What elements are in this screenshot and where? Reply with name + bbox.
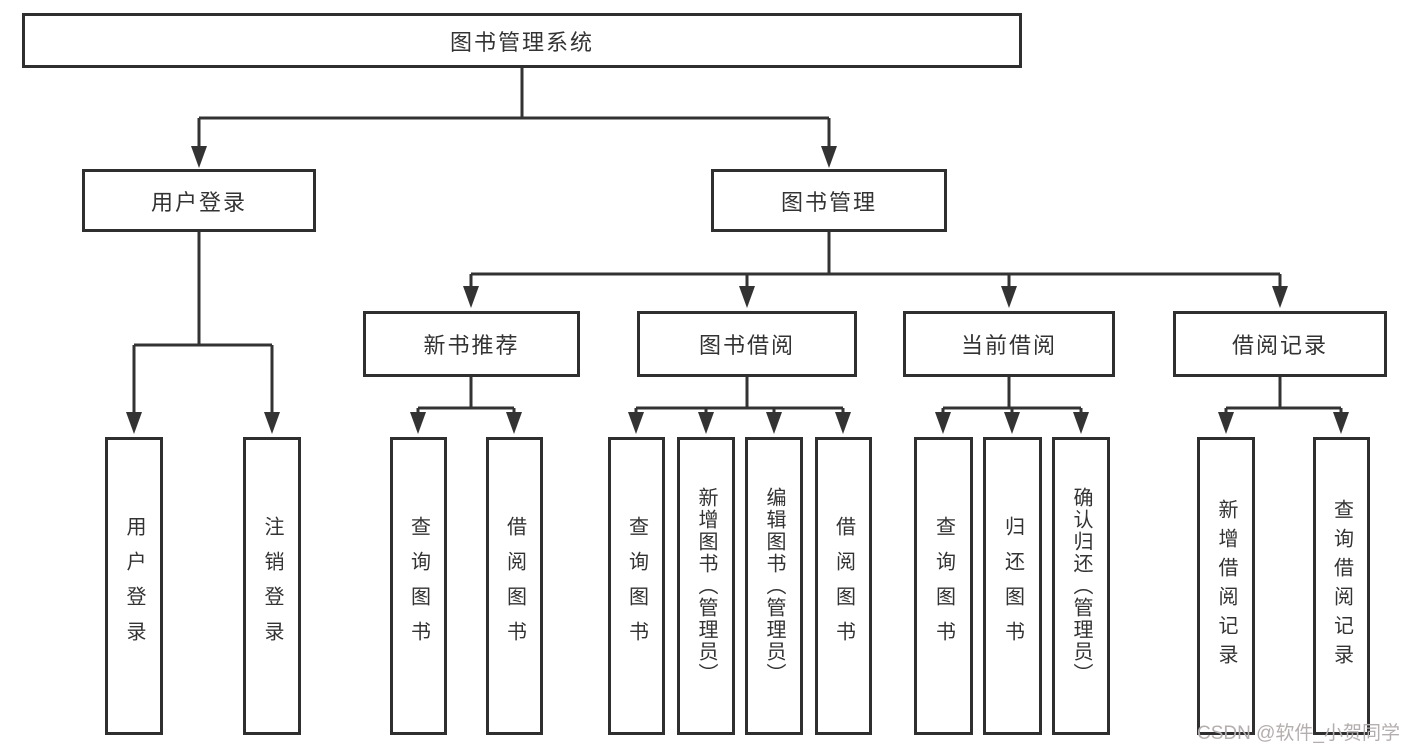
leaf-current-confirm-return-admin: 确认归还（管理员） bbox=[1052, 437, 1110, 735]
connector-bookmgmt-to-level3 bbox=[463, 232, 1288, 308]
node-label: 新增图书（管理员） bbox=[695, 487, 717, 685]
leaf-newbook-query-books: 查询图书 bbox=[390, 437, 447, 735]
node-label: 编辑图书（管理员） bbox=[763, 487, 785, 685]
node-label: 用户登录 bbox=[150, 189, 247, 215]
node-label: 查询图书 bbox=[625, 516, 648, 656]
leaf-borrow-borrow-books: 借阅图书 bbox=[815, 437, 872, 735]
connector-userlogin-to-leaves bbox=[126, 232, 280, 434]
csdn-watermark: CSDN @软件_小贺同学 bbox=[1197, 723, 1400, 744]
node-label: 图书借阅 bbox=[698, 333, 795, 358]
node-label: 借阅图书 bbox=[832, 516, 855, 656]
node-label: 注销登录 bbox=[261, 516, 283, 656]
node-label: 用户登录 bbox=[123, 516, 145, 656]
leaf-borrow-query-books: 查询图书 bbox=[608, 437, 665, 735]
node-label: 查询图书 bbox=[407, 516, 430, 656]
node-current-borrow: 当前借阅 bbox=[903, 311, 1115, 377]
node-label: 确认归还（管理员） bbox=[1070, 487, 1092, 685]
leaf-logout: 注销登录 bbox=[243, 437, 301, 735]
leaf-borrow-add-books-admin: 新增图书（管理员） bbox=[677, 437, 735, 735]
leaf-user-login: 用户登录 bbox=[105, 437, 163, 735]
node-label: 当前借阅 bbox=[960, 333, 1057, 358]
leaf-records-add-borrow-record: 新增借阅记录 bbox=[1197, 437, 1255, 735]
node-user-login: 用户登录 bbox=[82, 169, 316, 232]
node-label: 归还图书 bbox=[1001, 516, 1024, 656]
node-new-book-recommend: 新书推荐 bbox=[363, 311, 580, 377]
connector-borrowrecords-to-leaves bbox=[1218, 377, 1349, 434]
node-label: 新书推荐 bbox=[423, 333, 520, 358]
node-book-management: 图书管理 bbox=[711, 169, 947, 232]
node-label: 新增借阅记录 bbox=[1215, 499, 1237, 673]
node-label: 图书管理 bbox=[780, 189, 877, 215]
node-book-borrow: 图书借阅 bbox=[637, 311, 857, 377]
leaf-records-query-borrow-record: 查询借阅记录 bbox=[1313, 437, 1370, 735]
node-library-management-system: 图书管理系统 bbox=[22, 13, 1022, 68]
connector-bookborrow-to-leaves bbox=[628, 377, 851, 434]
node-label: 图书管理系统 bbox=[449, 29, 594, 55]
node-borrow-records: 借阅记录 bbox=[1173, 311, 1387, 377]
connector-newbook-to-leaves bbox=[410, 377, 522, 434]
leaf-current-query-books: 查询图书 bbox=[914, 437, 973, 735]
node-label: 借阅记录 bbox=[1231, 333, 1328, 358]
node-label: 借阅图书 bbox=[503, 516, 526, 656]
leaf-newbook-borrow-books: 借阅图书 bbox=[486, 437, 543, 735]
leaf-current-return-books: 归还图书 bbox=[983, 437, 1042, 735]
node-label: 查询图书 bbox=[932, 516, 955, 656]
connector-currentborrow-to-leaves bbox=[935, 377, 1089, 434]
leaf-borrow-edit-books-admin: 编辑图书（管理员） bbox=[745, 437, 803, 735]
node-label: 查询借阅记录 bbox=[1330, 499, 1353, 673]
connector-root-to-level2 bbox=[191, 68, 837, 168]
